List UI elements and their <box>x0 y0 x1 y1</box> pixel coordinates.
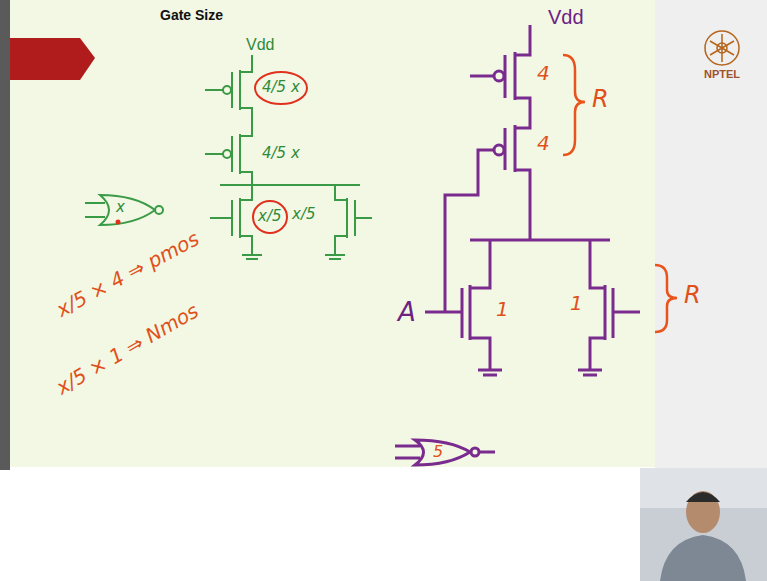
purple-nor-schematic <box>395 25 640 465</box>
highlight-circle <box>255 72 307 104</box>
supply-label: Vdd <box>246 36 274 54</box>
bracket <box>563 55 677 332</box>
slide-title: Gate Size <box>160 8 223 23</box>
slide-edge <box>0 0 10 470</box>
transistor-size: 1 <box>496 298 509 320</box>
resistance-label: R <box>592 86 609 112</box>
nptel-logo <box>705 31 739 65</box>
resistance-label: R <box>684 282 701 308</box>
logo-text: NPTEL <box>704 68 740 80</box>
highlight-circle <box>253 201 287 233</box>
transistor-size: 4/5 x <box>262 145 300 162</box>
side-panel <box>655 0 767 470</box>
gate-size: x <box>116 199 125 216</box>
title-tab <box>10 38 95 80</box>
transistor-size: x/5 <box>292 206 315 223</box>
transistor-size: 4 <box>537 132 550 154</box>
input-name: A <box>398 298 416 327</box>
transistor-size: 4/5 x <box>262 79 300 96</box>
green-nor-schematic <box>85 55 372 259</box>
transistor-size: 4 <box>537 62 550 84</box>
input-mark <box>116 220 121 225</box>
presenter-video <box>640 468 767 581</box>
supply-label: Vdd <box>548 6 584 28</box>
gate-size: 5 <box>433 443 443 461</box>
transistor-size: x/5 <box>258 208 281 225</box>
transistor-size: 1 <box>570 292 583 314</box>
slide-ground <box>10 0 655 467</box>
